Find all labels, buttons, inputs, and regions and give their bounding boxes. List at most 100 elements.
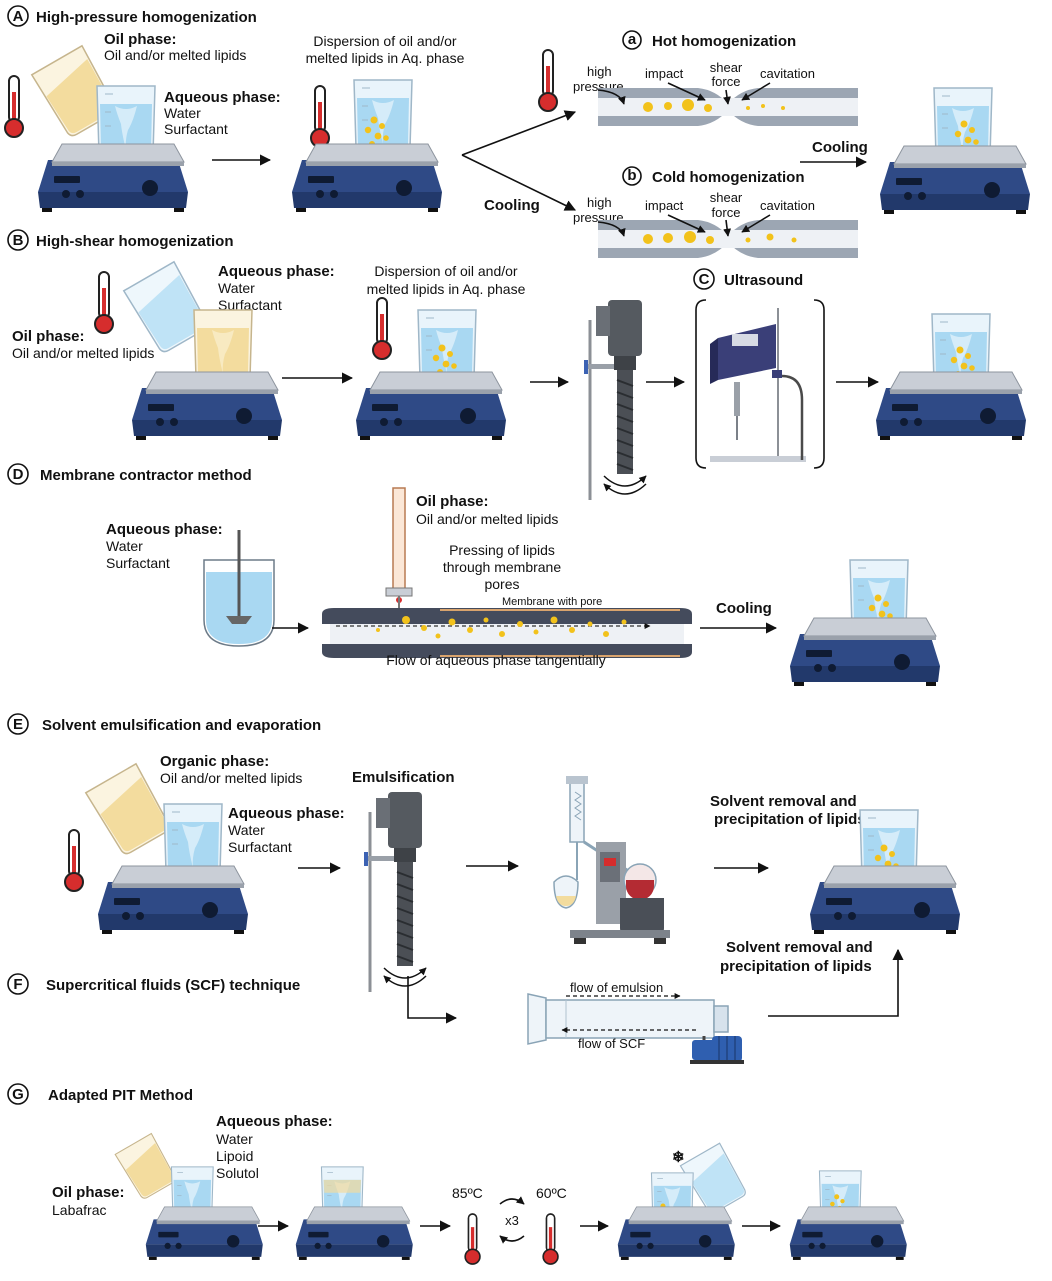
panel-a-title: High-pressure homogenization bbox=[36, 9, 257, 26]
hot-plate-stirrer bbox=[295, 1206, 414, 1261]
arrow bbox=[723, 89, 731, 105]
arrow bbox=[499, 1235, 525, 1244]
solvent-removal-line1: Solvent removal and bbox=[726, 939, 873, 956]
badge-d: D bbox=[7, 463, 29, 485]
hot-plate-stirrer bbox=[879, 145, 1031, 215]
oil-phase-title: Oil phase: bbox=[416, 493, 489, 510]
thermometer-icon bbox=[538, 49, 558, 112]
oil-phase-title: Oil phase: bbox=[52, 1184, 125, 1201]
impact-label: impact bbox=[645, 198, 684, 213]
cycles-label: x3 bbox=[505, 1213, 519, 1228]
badge-sub-a: a bbox=[622, 30, 642, 50]
svg-text:D: D bbox=[13, 466, 24, 483]
svg-text:C: C bbox=[699, 271, 710, 288]
arrow bbox=[723, 219, 732, 237]
pressing-line1: Pressing of lipids bbox=[449, 542, 555, 558]
arrow bbox=[741, 82, 771, 101]
impact-label: impact bbox=[645, 66, 684, 81]
badge-b: B bbox=[7, 229, 29, 251]
oil-syringe bbox=[385, 487, 413, 612]
ultrasound-device bbox=[695, 299, 825, 469]
homogenizer-channel-cold bbox=[598, 220, 858, 258]
oil-phase-text: Oil and/or melted lipids bbox=[104, 47, 246, 63]
hot-plate-stirrer bbox=[789, 1206, 908, 1261]
badge-sub-b: b bbox=[622, 166, 642, 186]
pour-oil-beaker bbox=[114, 1133, 179, 1202]
hot-plate-stirrer bbox=[97, 865, 249, 935]
aqueous-phase-line1: Water bbox=[106, 538, 143, 554]
beaker-dispersion bbox=[353, 79, 413, 155]
solvent-removal-line1: Solvent removal and bbox=[710, 793, 857, 810]
badge-g: G bbox=[7, 1083, 29, 1105]
badge-c: C bbox=[693, 268, 715, 290]
aqueous-phase-line1: Water bbox=[216, 1131, 253, 1147]
hot-plate-stirrer bbox=[617, 1206, 736, 1261]
cavitation-label: cavitation bbox=[760, 198, 815, 213]
arrow bbox=[597, 221, 626, 237]
hot-plate-stirrer bbox=[789, 617, 941, 687]
aqueous-phase-line1: Water bbox=[164, 105, 201, 121]
beaker-dispersion bbox=[320, 1166, 364, 1221]
panel-e-title: Solvent emulsification and evaporation bbox=[42, 717, 321, 734]
aqueous-phase-line2: Surfactant bbox=[218, 297, 282, 313]
aqueous-phase-title: Aqueous phase: bbox=[218, 263, 335, 280]
panel-b: B High-shear homogenization Aqueous phas… bbox=[7, 229, 1027, 500]
flow-of-emulsion-label: flow of emulsion bbox=[570, 980, 663, 995]
dispersion-line2: melted lipids in Aq. phase bbox=[367, 281, 526, 297]
hot-plate-stirrer bbox=[37, 143, 189, 213]
pressing-line3: pores bbox=[484, 576, 519, 592]
svg-text:A: A bbox=[13, 8, 24, 25]
flow-label: Flow of aqueous phase tangentially bbox=[386, 652, 605, 668]
cooling-label: Cooling bbox=[484, 197, 540, 214]
dispersion-line2: melted lipids in Aq. phase bbox=[306, 50, 465, 66]
shear-label: shear bbox=[710, 60, 743, 75]
hot-homogenization-title: Hot homogenization bbox=[652, 33, 796, 50]
panel-c-title: Ultrasound bbox=[724, 272, 803, 289]
arrow bbox=[667, 214, 706, 233]
badge-a: A bbox=[7, 5, 29, 27]
arrow bbox=[597, 89, 626, 105]
temp-hot-label: 85ºC bbox=[452, 1185, 483, 1201]
aqueous-phase-title: Aqueous phase: bbox=[106, 521, 223, 538]
svg-text:B: B bbox=[13, 232, 24, 249]
aqueous-phase-line3: Solutol bbox=[216, 1165, 259, 1181]
snowflake-icon: ❄ bbox=[672, 1149, 685, 1166]
cold-homogenization-title: Cold homogenization bbox=[652, 169, 804, 186]
arrow bbox=[741, 214, 771, 233]
membrane-contactor bbox=[322, 608, 692, 658]
thermometer-icon bbox=[310, 85, 330, 148]
thermometer-icon bbox=[372, 297, 392, 360]
flow-of-scf-label: flow of SCF bbox=[578, 1036, 645, 1051]
hot-plate-stirrer bbox=[355, 371, 507, 441]
svg-text:G: G bbox=[12, 1086, 24, 1103]
hot-plate-stirrer bbox=[145, 1206, 264, 1261]
svg-text:a: a bbox=[628, 31, 637, 48]
emulsification-label: Emulsification bbox=[352, 769, 455, 786]
aqueous-phase-line2: Surfactant bbox=[106, 555, 170, 571]
aqueous-phase-title: Aqueous phase: bbox=[216, 1113, 333, 1130]
svg-text:b: b bbox=[627, 167, 636, 184]
thermometer-icon bbox=[94, 271, 114, 334]
high-label: high bbox=[587, 195, 612, 210]
solvent-removal-line2: precipitation of lipids bbox=[720, 958, 872, 975]
svg-text:F: F bbox=[13, 976, 22, 993]
hot-plate-stirrer bbox=[809, 865, 961, 935]
panel-f-title: Supercritical fluids (SCF) technique bbox=[46, 977, 300, 994]
aqueous-phase-line2: Surfactant bbox=[228, 839, 292, 855]
arrow bbox=[499, 1196, 525, 1205]
pressing-line2: through membrane bbox=[443, 559, 562, 575]
aqueous-phase-line1: Water bbox=[218, 280, 255, 296]
high-shear-homogenizer bbox=[364, 792, 426, 992]
thermometer-icon bbox=[4, 75, 24, 138]
panel-d: D Membrane contractor method Aqueous pha… bbox=[7, 463, 941, 687]
panel-g-title: Adapted PIT Method bbox=[48, 1087, 193, 1104]
panel-a: A High-pressure homogenization Oil phase… bbox=[4, 5, 1031, 258]
solvent-removal-line2: precipitation of lipids bbox=[714, 811, 866, 828]
organic-phase-text: Oil and/or melted lipids bbox=[160, 770, 302, 786]
dispersion-line1: Dispersion of oil and/or bbox=[313, 33, 457, 49]
badge-e: E bbox=[7, 713, 29, 735]
panel-d-title: Membrane contractor method bbox=[40, 467, 252, 484]
aqueous-phase-title: Aqueous phase: bbox=[228, 805, 345, 822]
cooling-label: Cooling bbox=[716, 600, 772, 617]
organic-phase-title: Organic phase: bbox=[160, 753, 269, 770]
